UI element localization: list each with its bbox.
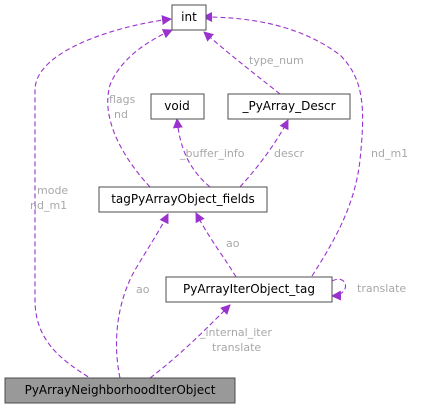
node-iter-tag[interactable]: PyArrayIterObject_tag <box>165 276 333 303</box>
node-void-label: void <box>164 99 189 113</box>
node-int-label: int <box>181 10 197 24</box>
edge-iter-to-fields-ao <box>195 212 237 278</box>
edge-label-translate-bottom: translate <box>212 341 261 354</box>
node-neighborhood[interactable]: PyArrayNeighborhoodIterObject <box>4 377 236 404</box>
edge-label-internal-iter: _internal_iter <box>199 326 272 339</box>
edge-label-buffer-info: _buffer_info <box>179 147 245 160</box>
edge-neighborhood-to-int-mode <box>34 15 172 382</box>
edge-descr-to-int-type-num <box>203 31 281 95</box>
edge-labels: mode nd_m1 flags nd type_num nd_m1 _buff… <box>30 54 408 354</box>
edge-iter-self-translate <box>331 278 347 301</box>
node-pyarray-descr[interactable]: _PyArray_Descr <box>227 93 351 120</box>
node-neighborhood-label: PyArrayNeighborhoodIterObject <box>25 383 216 397</box>
node-iter-tag-label: PyArrayIterObject_tag <box>183 282 315 296</box>
node-int[interactable]: int <box>171 4 207 31</box>
edge-label-ao-left: ao <box>136 283 150 296</box>
edge-label-ao-mid: ao <box>226 237 240 250</box>
edge-fields-to-int-flags <box>107 29 173 188</box>
node-void[interactable]: void <box>150 93 205 120</box>
edge-label-nd: nd <box>114 108 128 121</box>
edge-label-nd-m1-left: nd_m1 <box>30 199 67 212</box>
edge-neighborhood-to-fields-ao <box>115 213 169 379</box>
edge-label-type-num: type_num <box>249 54 304 67</box>
node-tag-fields[interactable]: tagPyArrayObject_fields <box>98 186 268 213</box>
edges <box>34 12 364 382</box>
edge-neighborhood-to-iter <box>149 304 231 379</box>
edge-fields-to-descr <box>239 119 289 188</box>
edge-label-nd-m1-right: nd_m1 <box>371 147 408 160</box>
node-tag-fields-label: tagPyArrayObject_fields <box>111 192 255 206</box>
node-pyarray-descr-label: _PyArray_Descr <box>241 99 335 113</box>
edge-label-mode: mode <box>37 184 68 197</box>
edge-iter-to-int-nd-m1 <box>202 12 364 277</box>
edge-label-translate-self: translate <box>357 282 406 295</box>
edge-label-flags: flags <box>109 93 136 106</box>
edge-label-descr: descr <box>274 147 305 160</box>
